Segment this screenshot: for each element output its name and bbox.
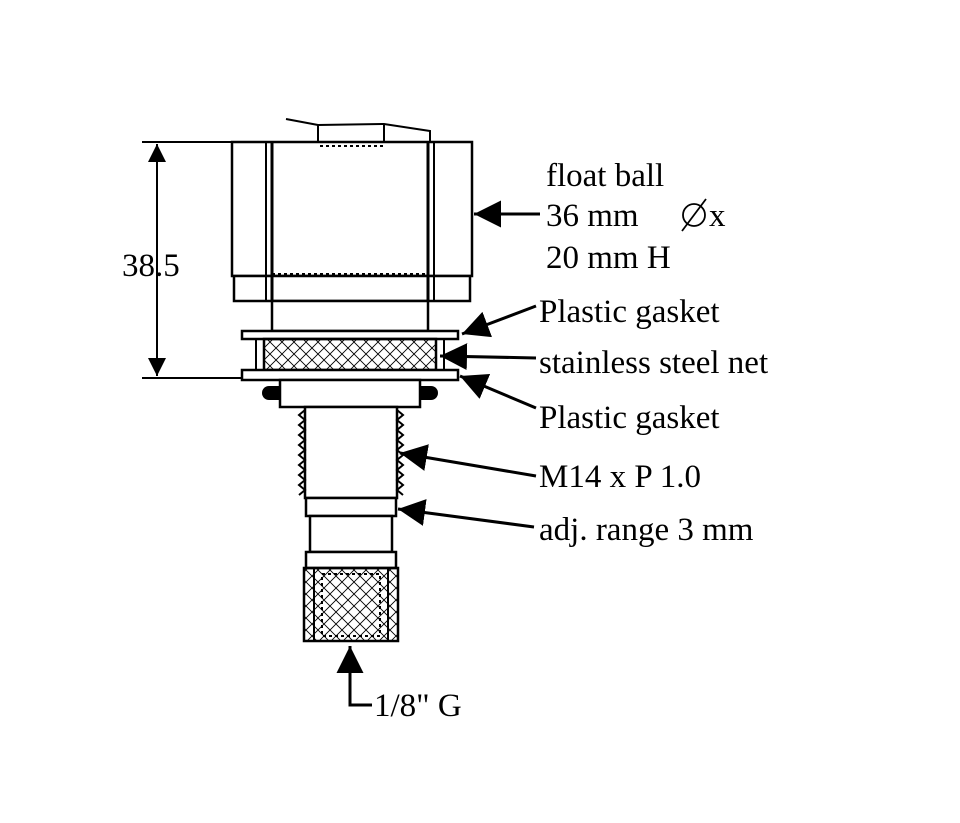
float-housing [230, 118, 474, 303]
label-thread: M14 x P 1.0 [539, 459, 701, 495]
label-float-ball-line3: 20 mm H [546, 240, 671, 276]
leader-adj-range [397, 499, 535, 529]
label-gasket-bottom: Plastic gasket [539, 400, 720, 436]
height-dimension: 38.5 [122, 141, 242, 379]
label-float-ball-line1: float ball [546, 158, 664, 194]
label-float-ball-line2-prefix: 36 mm [546, 198, 639, 234]
adjustment-body [304, 496, 398, 570]
leader-gasket-top [461, 304, 537, 338]
plastic-gasket-bottom [240, 368, 460, 382]
leader-gasket-bottom [459, 374, 537, 410]
threaded-shank [297, 405, 405, 500]
stainless-steel-net [262, 337, 438, 372]
diameter-icon [681, 198, 707, 232]
label-adj-range: adj. range 3 mm [539, 512, 754, 548]
o-ring [262, 378, 438, 409]
label-steel-net: stainless steel net [539, 345, 768, 381]
housing-neck [270, 299, 430, 333]
leader-port [336, 646, 372, 707]
label-gasket-top: Plastic gasket [539, 294, 720, 330]
dimension-height-label: 38.5 [122, 248, 180, 284]
label-float-ball-line2-suffix: x [709, 198, 726, 234]
leader-steel-net [439, 343, 537, 371]
leader-thread [399, 444, 537, 478]
label-port: 1/8" G [374, 688, 462, 724]
inlet-filter [302, 566, 400, 643]
